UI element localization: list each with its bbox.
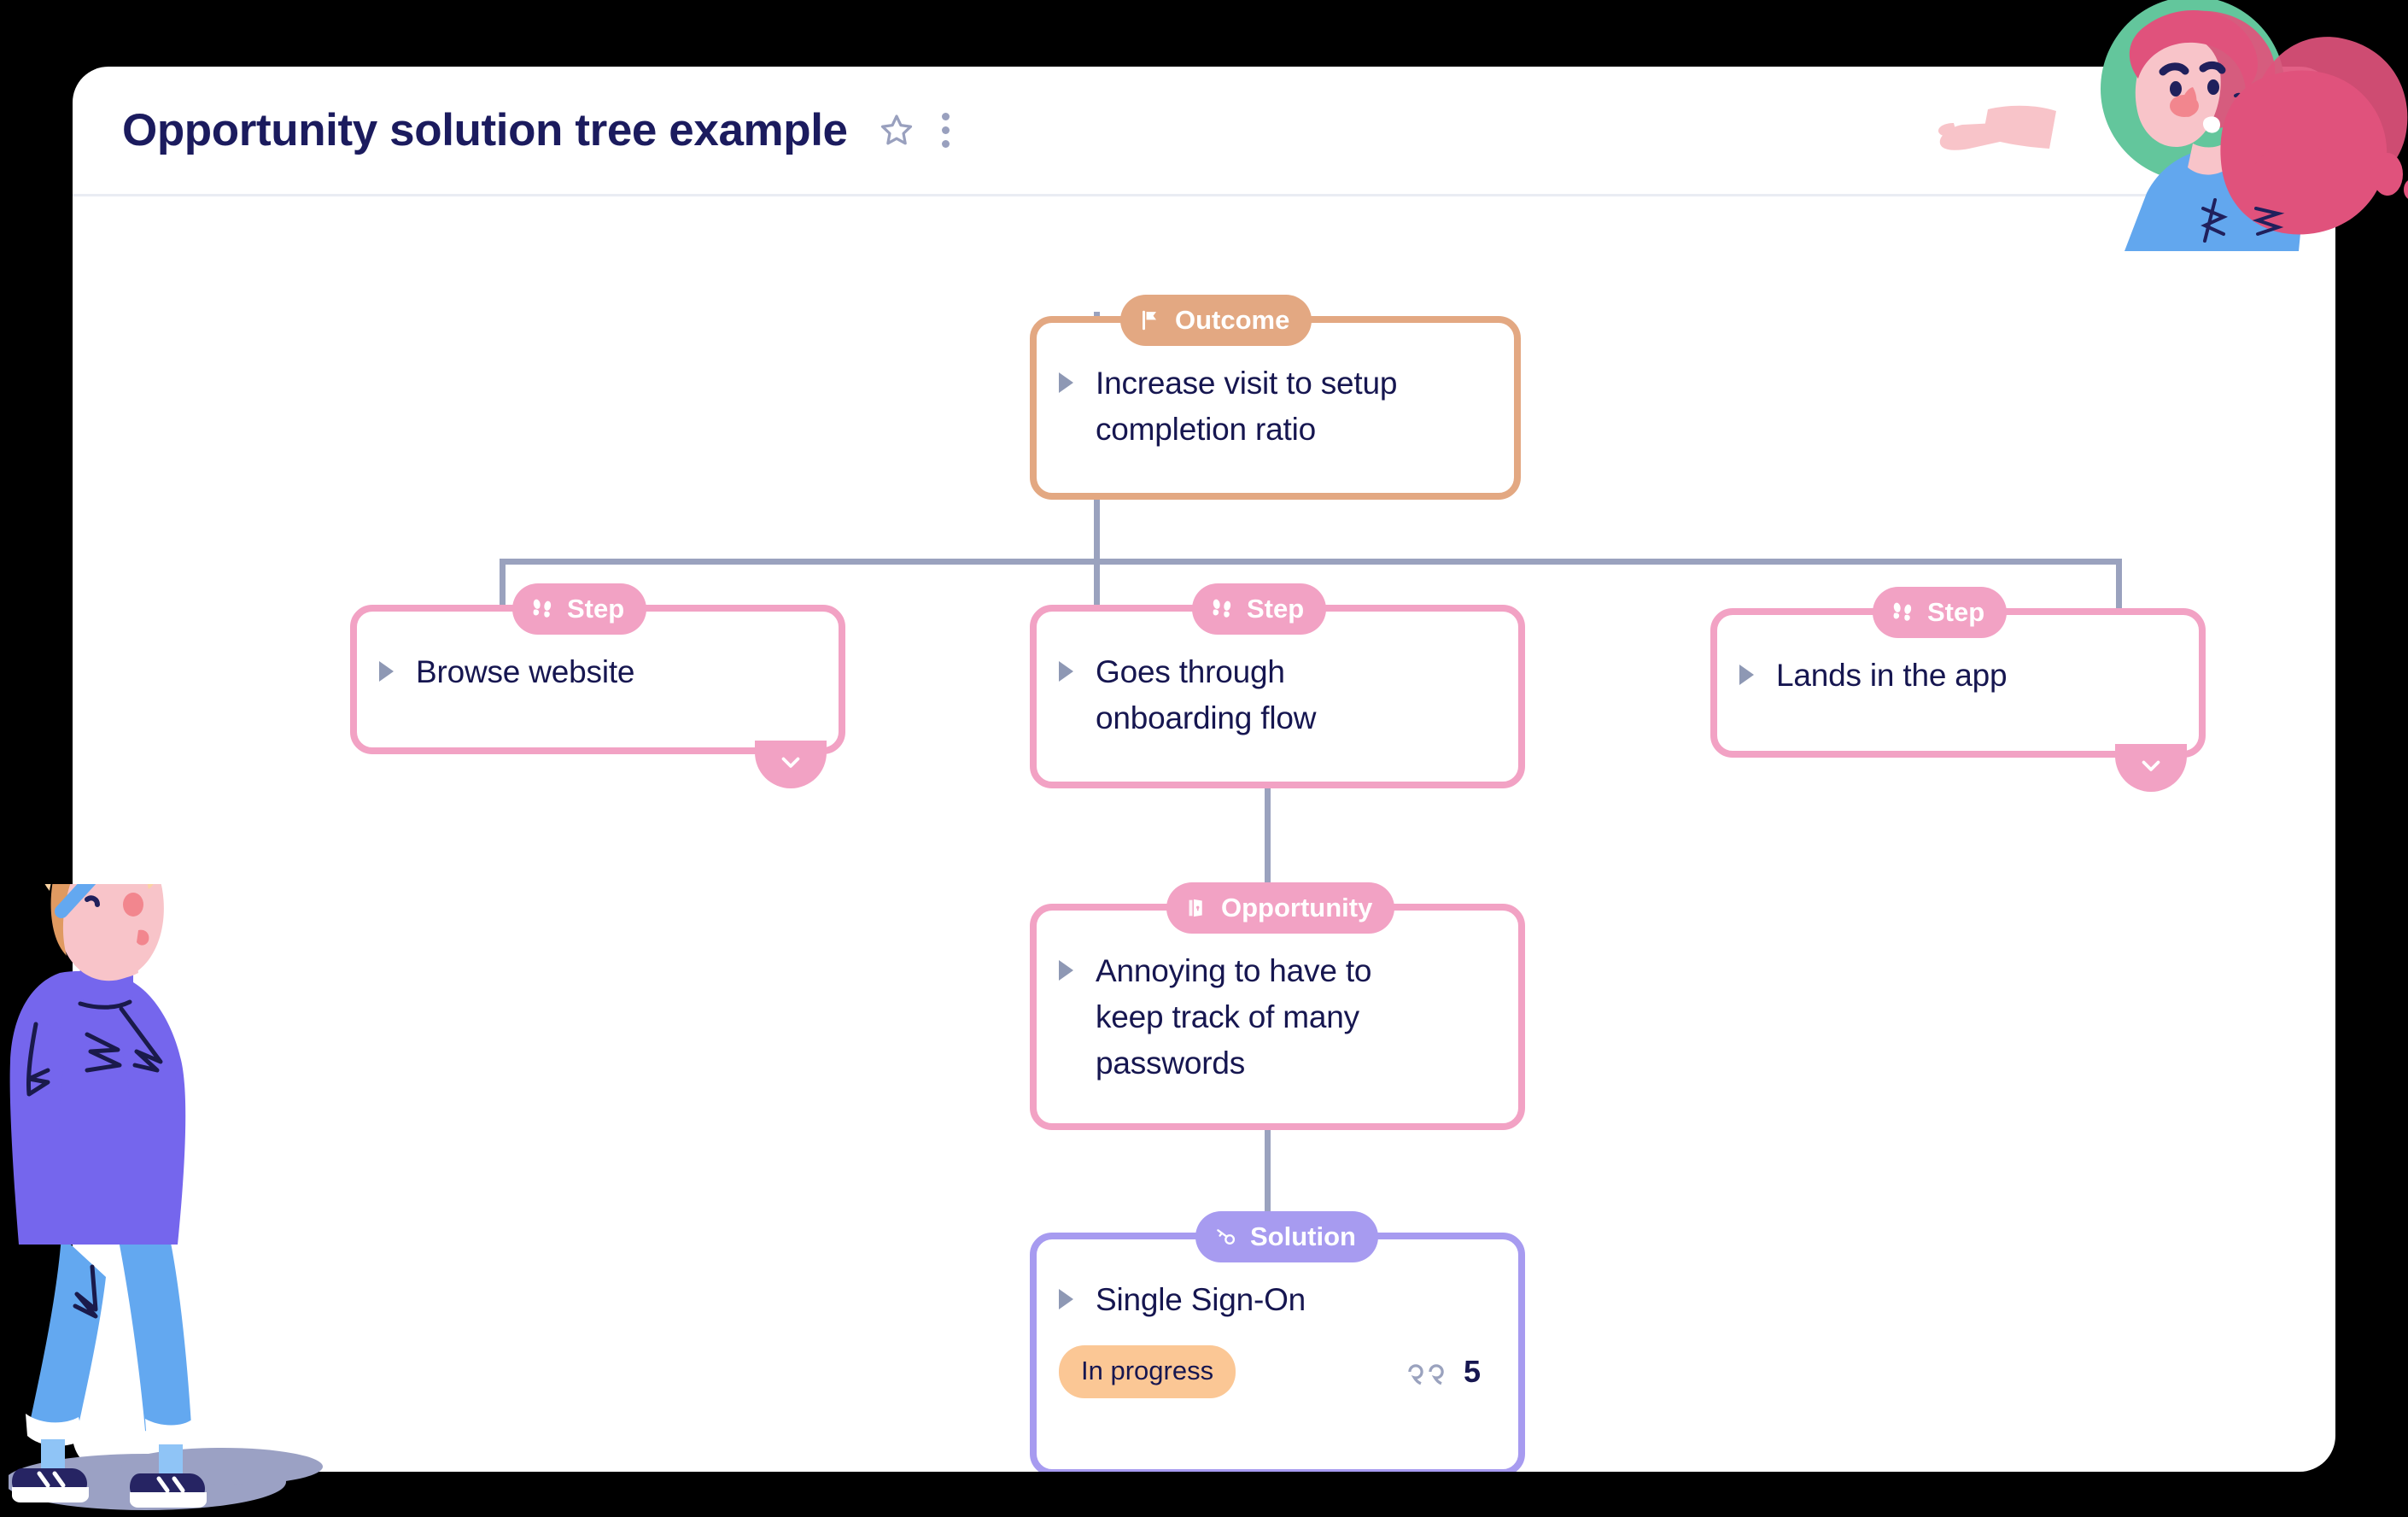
node-solution-text: Single Sign-On	[1096, 1282, 1306, 1317]
connector-step-right-down	[2116, 559, 2122, 610]
node-step-2-text: Goes through onboarding flow	[1096, 654, 1317, 735]
caret-right-icon[interactable]	[1059, 1289, 1073, 1309]
footsteps-icon	[1209, 595, 1235, 623]
node-badge-step-2-label: Step	[1247, 594, 1305, 624]
caret-right-icon[interactable]	[379, 661, 394, 682]
node-badge-step-1-label: Step	[567, 594, 625, 624]
node-badge-outcome: Outcome	[1120, 295, 1312, 346]
node-badge-step-3: Step	[1873, 587, 2008, 638]
node-outcome-body: Increase visit to setup completion ratio	[1037, 323, 1514, 453]
more-vertical-icon[interactable]	[941, 113, 950, 148]
footsteps-icon	[529, 595, 555, 623]
caret-right-icon[interactable]	[1059, 372, 1073, 393]
node-step-3-text: Lands in the app	[1776, 658, 2008, 693]
node-solution-sso[interactable]: Solution Single Sign-On In progress	[1030, 1211, 1525, 1472]
node-opportunity-text: Annoying to have to keep track of many p…	[1096, 953, 1372, 1081]
card-header: Opportunity solution tree example	[73, 67, 2335, 196]
node-step-1-text: Browse website	[416, 654, 635, 689]
expand-children-button-step-1[interactable]	[755, 741, 827, 788]
node-badge-step-1: Step	[512, 583, 647, 635]
chevron-down-icon	[2136, 751, 2165, 784]
tree-canvas: Outcome Increase visit to setup completi…	[73, 196, 2335, 1472]
node-badge-outcome-label: Outcome	[1175, 305, 1290, 335]
app-card: Opportunity solution tree example	[73, 67, 2335, 1472]
footsteps-icon	[1890, 599, 1915, 626]
node-step-lands-in-app[interactable]: Step Lands in the app	[1710, 587, 2206, 792]
node-step-1-body: Browse website	[357, 612, 839, 695]
node-outcome[interactable]: Outcome Increase visit to setup completi…	[1030, 295, 1521, 500]
open-door-icon	[1184, 894, 1209, 922]
node-step-3-body: Lands in the app	[1717, 615, 2199, 699]
connector-step-middle-down	[1094, 559, 1100, 610]
caret-right-icon[interactable]	[1059, 960, 1073, 981]
connector-step-left-down	[500, 559, 506, 610]
node-step-2-body: Goes through onboarding flow	[1037, 612, 1518, 741]
connector-horizontal-bus	[500, 559, 2122, 565]
node-opportunity-body: Annoying to have to keep track of many p…	[1037, 911, 1518, 1086]
comment-count: 5	[1463, 1354, 1481, 1389]
node-step-onboarding-flow[interactable]: Step Goes through onboarding flow	[1030, 583, 1525, 788]
node-badge-solution-label: Solution	[1250, 1221, 1356, 1251]
caret-right-icon[interactable]	[1059, 661, 1073, 682]
node-badge-step-3-label: Step	[1927, 597, 1985, 627]
node-opportunity-passwords[interactable]: Opportunity Annoying to have to keep tra…	[1030, 882, 1525, 1130]
quote-icon	[1404, 1352, 1452, 1392]
node-solution-footer: In progress 5	[1037, 1323, 1518, 1398]
chevron-down-icon	[776, 747, 805, 781]
flag-icon	[1137, 307, 1163, 334]
node-badge-step-2: Step	[1192, 583, 1327, 635]
expand-children-button-step-3[interactable]	[2115, 744, 2187, 792]
key-icon	[1213, 1223, 1238, 1250]
page-title: Opportunity solution tree example	[122, 105, 848, 155]
node-step-browse-website[interactable]: Step Browse website	[350, 583, 845, 788]
comment-count-group[interactable]: 5	[1404, 1352, 1481, 1392]
node-outcome-text: Increase visit to setup completion ratio	[1096, 366, 1398, 447]
node-badge-opportunity-label: Opportunity	[1221, 893, 1373, 922]
node-badge-solution: Solution	[1195, 1211, 1378, 1262]
status-badge[interactable]: In progress	[1059, 1345, 1236, 1398]
node-badge-opportunity: Opportunity	[1166, 882, 1395, 934]
node-solution-body: Single Sign-On	[1037, 1239, 1518, 1323]
star-outline-icon[interactable]	[877, 111, 916, 150]
caret-right-icon[interactable]	[1739, 665, 1754, 685]
